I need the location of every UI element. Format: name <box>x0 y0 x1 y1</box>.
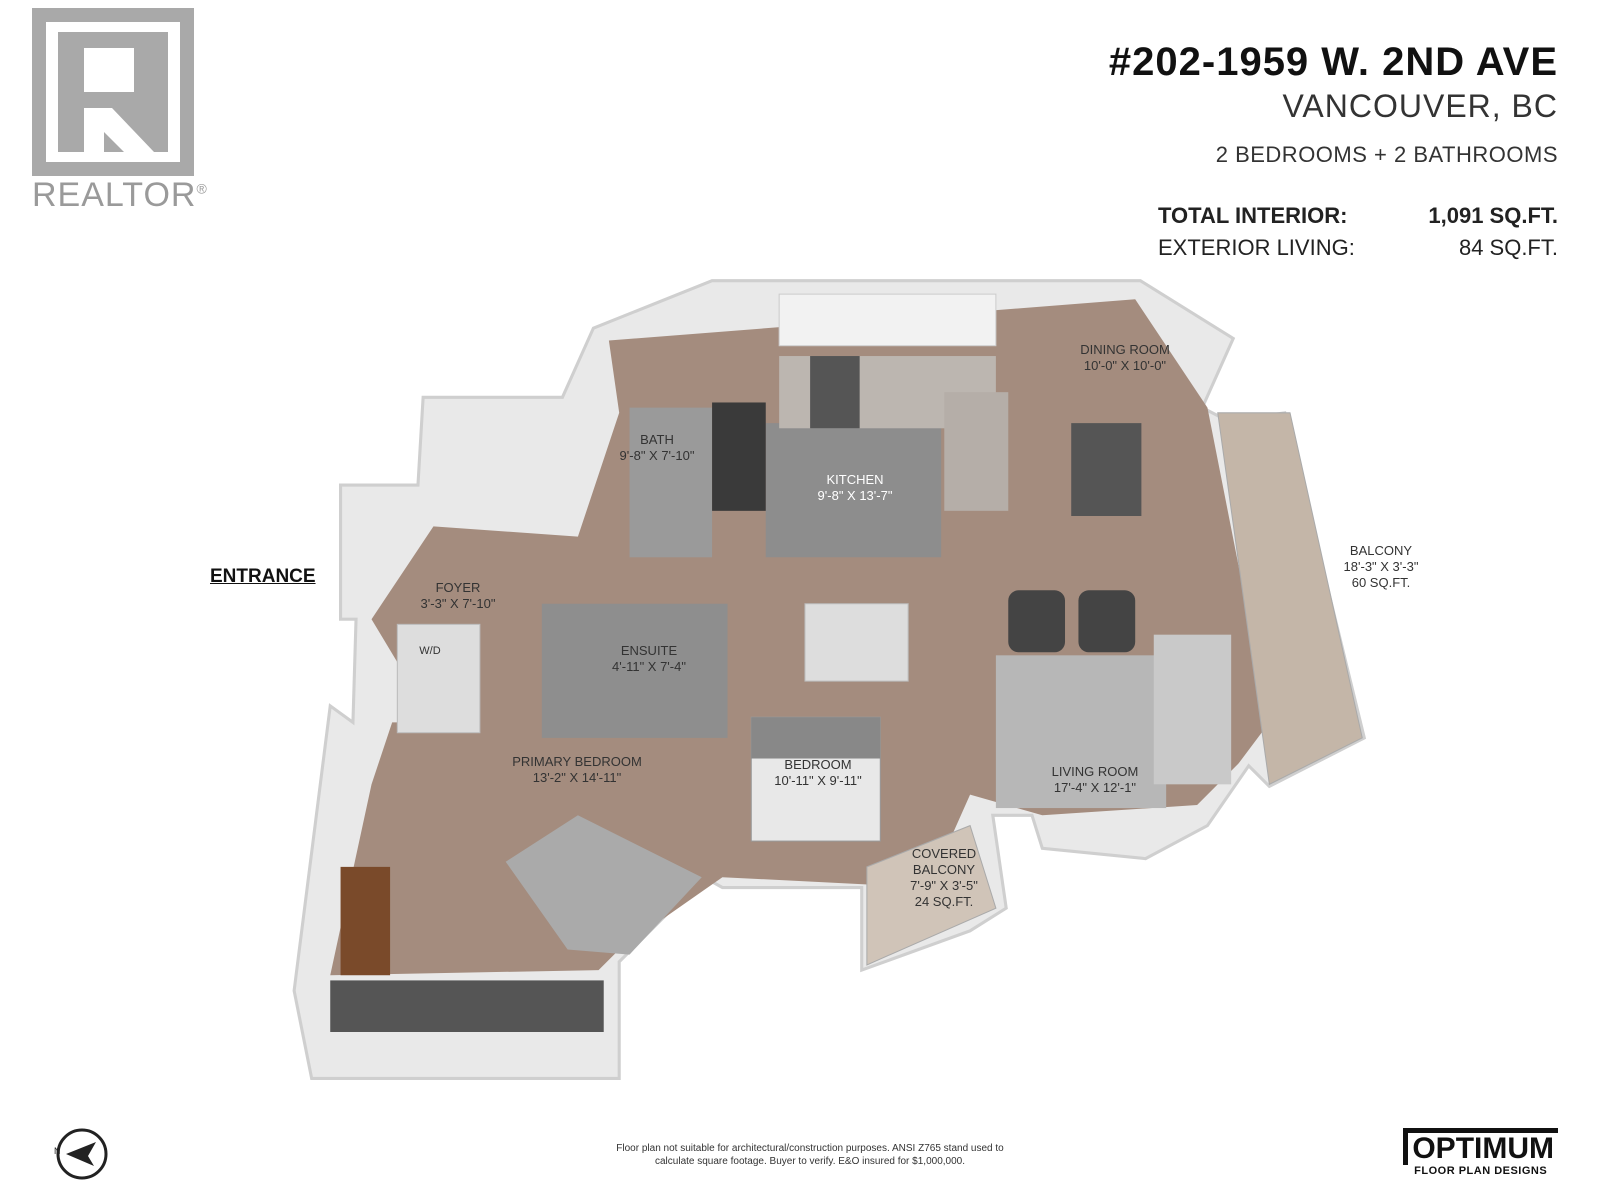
room-dims: 13'-2" X 14'-11" <box>532 770 622 785</box>
realtor-wordmark: REALTOR® <box>32 176 208 215</box>
room-name: BALCONY <box>1349 543 1413 558</box>
entrance-label: ENTRANCE <box>210 566 316 587</box>
room-name: BEDROOM <box>784 757 852 772</box>
room-dims: 10'-11" X 9'-11" <box>774 773 862 788</box>
bedroom-headboard <box>751 717 881 759</box>
room-dims: 9'-8" X 7'-10" <box>619 448 695 463</box>
room-dims: 9'-8" X 13'-7" <box>817 488 893 503</box>
room-name: KITCHEN <box>826 472 884 487</box>
room-name: ENSUITE <box>620 643 678 658</box>
dresser <box>340 866 391 976</box>
covered-balcony-deck <box>866 824 997 966</box>
armchair <box>1008 590 1066 653</box>
room-dims: 17'-4" X 12'-1" <box>1053 780 1137 795</box>
armchair <box>1078 590 1136 653</box>
room-name: BATH <box>640 432 674 447</box>
optimum-brand: OPTIMUM <box>1403 1128 1558 1165</box>
exterior-living-label: EXTERIOR LIVING: <box>1158 235 1355 260</box>
fridge <box>712 402 766 511</box>
balcony-deck <box>1217 412 1363 786</box>
kitchen-island <box>944 392 1009 511</box>
bedroom-closet <box>804 603 909 682</box>
kitchen-cabinets <box>778 293 997 347</box>
compass-north-label: N <box>54 1146 61 1156</box>
total-interior-label: TOTAL INTERIOR: <box>1158 203 1348 228</box>
total-interior: TOTAL INTERIOR: 1,091 SQ.FT. <box>1158 203 1558 229</box>
disclaimer-line: Floor plan not suitable for architectura… <box>616 1143 1004 1154</box>
optimum-logo: OPTIMUM FLOOR PLAN DESIGNS <box>1403 1128 1558 1177</box>
sofa <box>1153 634 1232 785</box>
bath-floor <box>629 407 713 558</box>
room-name: DINING ROOM <box>1080 342 1170 357</box>
room-dims: 18'-3" X 3'-3" <box>1343 559 1419 574</box>
room-dims: 3'-3" X 7'-10" <box>420 596 496 611</box>
dining-table <box>1071 423 1142 516</box>
living-rug <box>995 655 1167 809</box>
room-name: PRIMARY BEDROOM <box>512 754 642 769</box>
property-address: #202-1959 W. 2ND AVE <box>1108 40 1558 84</box>
realtor-name: REALTOR <box>32 176 197 214</box>
exterior-living-value: 84 SQ.FT. <box>1458 235 1558 260</box>
washer-dryer-label: W/D <box>419 645 441 657</box>
kitchen-floor <box>765 423 942 558</box>
disclaimer: Floor plan not suitable for architectura… <box>590 1142 1030 1168</box>
room-name: FOYER <box>435 580 481 595</box>
room-dims: 7'-9" X 3'-5" <box>910 878 978 893</box>
room-name: LIVING ROOM <box>1051 764 1139 779</box>
room-dims: 10'-0" X 10'-0" <box>1083 358 1167 373</box>
property-summary: 2 BEDROOMS + 2 BATHROOMS <box>1215 142 1558 167</box>
optimum-subtitle: FLOOR PLAN DESIGNS <box>1414 1165 1548 1177</box>
room-dims: 4'-11" X 7'-4" <box>612 659 686 674</box>
stove <box>810 356 860 429</box>
room-area: 60 SQ.FT. <box>1351 575 1411 590</box>
primary-bed <box>505 815 702 955</box>
exterior-living: EXTERIOR LIVING: 84 SQ.FT. <box>1158 235 1558 261</box>
room-name: COVERED <box>911 846 977 861</box>
closet <box>330 980 604 1032</box>
compass-icon <box>56 1128 108 1180</box>
ensuite-floor <box>541 603 728 738</box>
realtor-logo <box>32 8 194 176</box>
property-city: VANCOUVER, BC <box>1282 88 1558 124</box>
registered-mark: ® <box>196 180 208 197</box>
total-interior-value: 1,091 SQ.FT. <box>1428 203 1558 228</box>
disclaimer-line: calculate square footage. Buyer to verif… <box>655 1156 965 1167</box>
room-name: BALCONY <box>912 862 976 877</box>
room-area: 24 SQ.FT. <box>914 894 974 909</box>
wd-closet <box>396 623 481 734</box>
